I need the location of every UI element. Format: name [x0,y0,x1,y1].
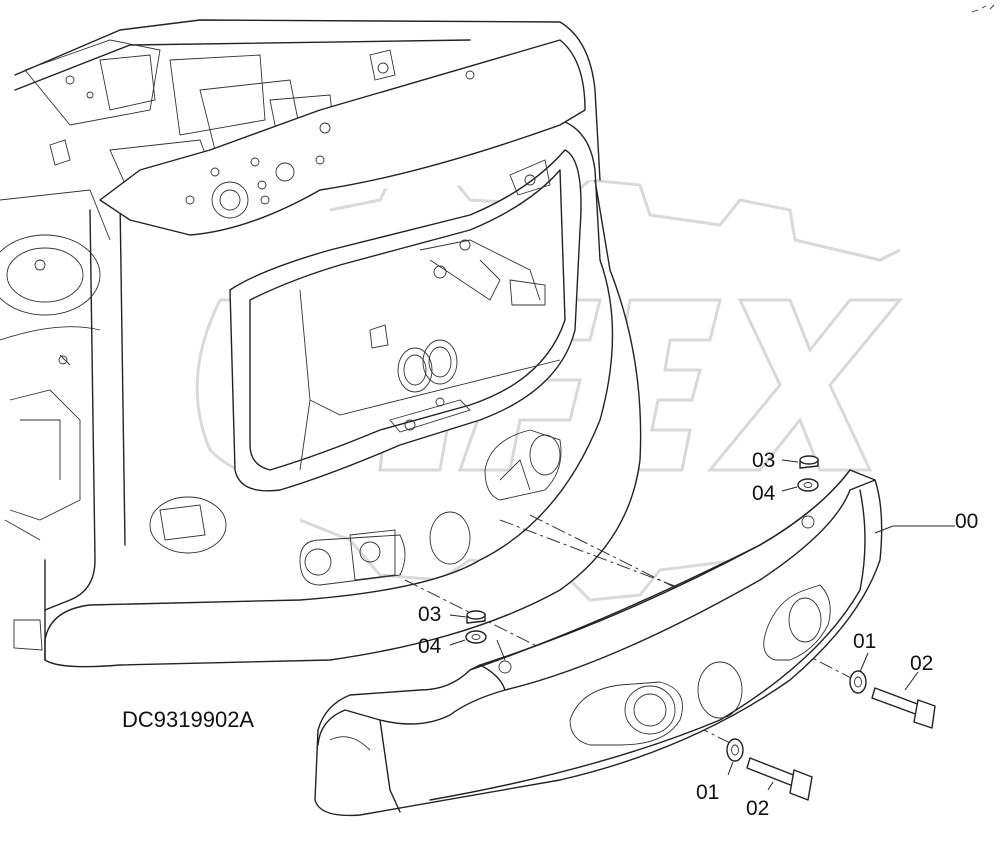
leader-lines [449,459,955,791]
upper-frame [0,19,642,668]
callout-03-left: 03 [418,603,441,626]
screw-set-right [797,455,819,492]
callout-01-right: 01 [853,630,876,653]
counterweight [314,469,883,817]
callout-02-right: 02 [910,652,933,675]
watermark-logo [195,168,904,602]
callout-04-right: 04 [752,482,776,505]
corner-mark [971,4,995,13]
bolt-set-left [726,738,813,801]
callout-04-left: 04 [418,635,442,658]
bolt-set-right [849,670,936,729]
drawing-code: DC9319902A [122,707,254,732]
callout-03-right: 03 [752,449,775,472]
callout-00: 00 [955,510,978,533]
callout-01-left: 01 [696,781,719,804]
screw-set-left [465,610,506,661]
callout-02-left: 02 [746,797,769,820]
